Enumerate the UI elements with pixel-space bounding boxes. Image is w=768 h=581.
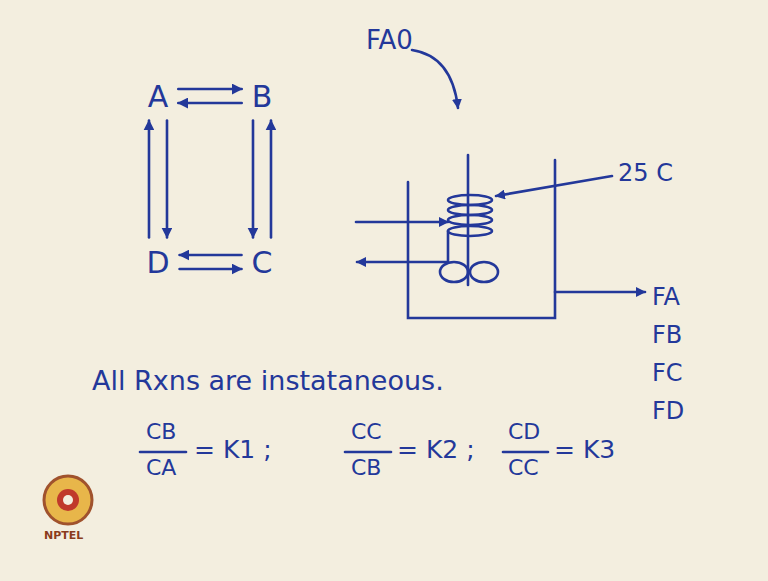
cooling-coil	[448, 226, 492, 236]
cooling-coil	[448, 215, 492, 225]
stream-label: FA	[652, 284, 680, 310]
nptel-logo	[44, 476, 92, 524]
outlet-stream	[555, 291, 645, 294]
logo-dot	[63, 495, 73, 505]
stream-label: 25 C	[618, 160, 673, 186]
stream-label: FA0	[366, 26, 413, 55]
fraction-bar	[140, 451, 186, 454]
coil-return	[447, 231, 450, 262]
tank-wall	[408, 160, 555, 318]
reaction-arrow	[252, 121, 255, 238]
equation-term: = K2 ;	[397, 436, 475, 464]
reaction-arrow	[166, 121, 169, 238]
stream-label: All Rxns are instataneous.	[92, 366, 444, 396]
species-letter: B	[252, 80, 273, 113]
impeller	[470, 262, 498, 282]
feed-stream	[412, 50, 458, 108]
equation-term: CB	[146, 420, 176, 444]
reaction-arrow	[180, 268, 242, 271]
equation-term: CB	[351, 456, 381, 480]
fraction-bar	[503, 451, 548, 454]
equation-term: = K3	[554, 436, 615, 464]
stream-label: FC	[652, 360, 683, 386]
species-node: C	[248, 244, 277, 281]
reaction-arrow	[180, 254, 242, 257]
logo-center	[57, 489, 79, 511]
fraction-bar	[345, 451, 391, 454]
reaction-arrow	[270, 121, 273, 238]
coolant-outlet	[357, 261, 448, 264]
equation-term: CC	[351, 420, 382, 444]
reaction-arrow	[178, 102, 241, 105]
equation-term: CD	[508, 420, 540, 444]
impeller	[440, 262, 468, 282]
leader-line	[496, 176, 612, 196]
cooling-coil	[448, 195, 492, 205]
species-node: D	[142, 244, 173, 281]
cooling-coil	[448, 205, 492, 215]
stirrer-shaft	[467, 155, 470, 285]
species-letter: A	[148, 80, 169, 113]
stream-label: FB	[652, 322, 682, 348]
species-node: B	[248, 78, 277, 115]
species-letter: C	[252, 246, 273, 279]
reaction-arrow	[178, 88, 241, 91]
equation-term: CC	[508, 456, 539, 480]
species-letter: D	[146, 246, 169, 279]
equation-term: = K1 ;	[194, 436, 272, 464]
logo-ring	[44, 476, 92, 524]
logo-caption: NPTEL	[44, 530, 83, 542]
reaction-arrow	[148, 121, 151, 238]
equation-term: CA	[146, 456, 176, 480]
coolant-inlet	[356, 221, 448, 224]
species-node: A	[144, 78, 173, 115]
stream-label: FD	[652, 398, 684, 424]
